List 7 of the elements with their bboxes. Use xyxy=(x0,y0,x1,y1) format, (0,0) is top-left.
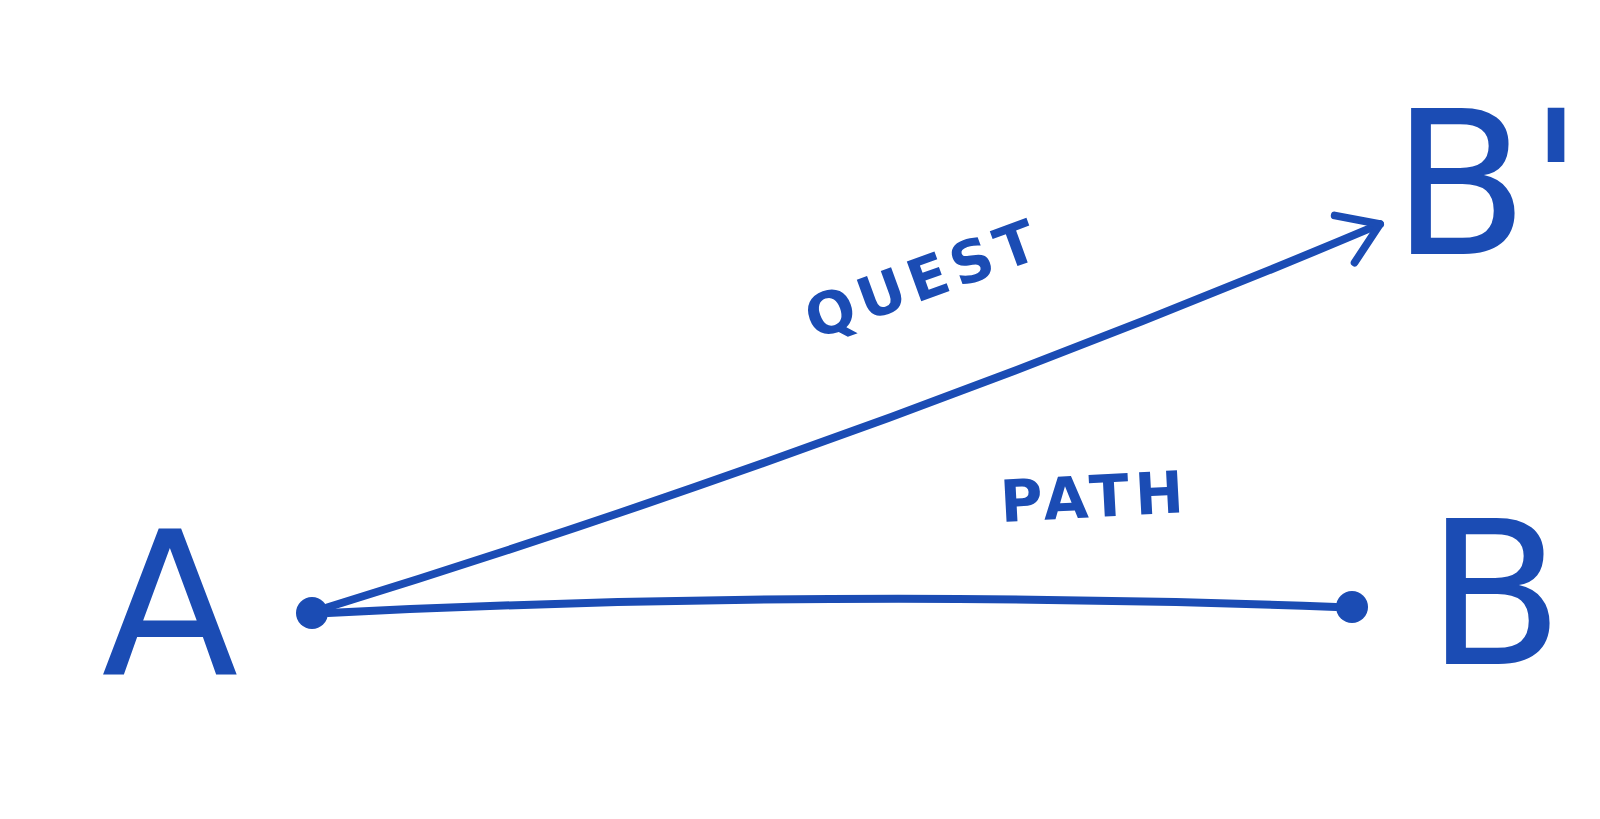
arrow xyxy=(323,211,1384,612)
point-dot xyxy=(296,597,328,629)
point-label: A xyxy=(90,490,250,720)
point-label: B' xyxy=(1380,70,1595,300)
point-dot xyxy=(1336,591,1368,623)
edge-label: PATH xyxy=(998,463,1192,531)
point-label: B xyxy=(1410,480,1580,710)
